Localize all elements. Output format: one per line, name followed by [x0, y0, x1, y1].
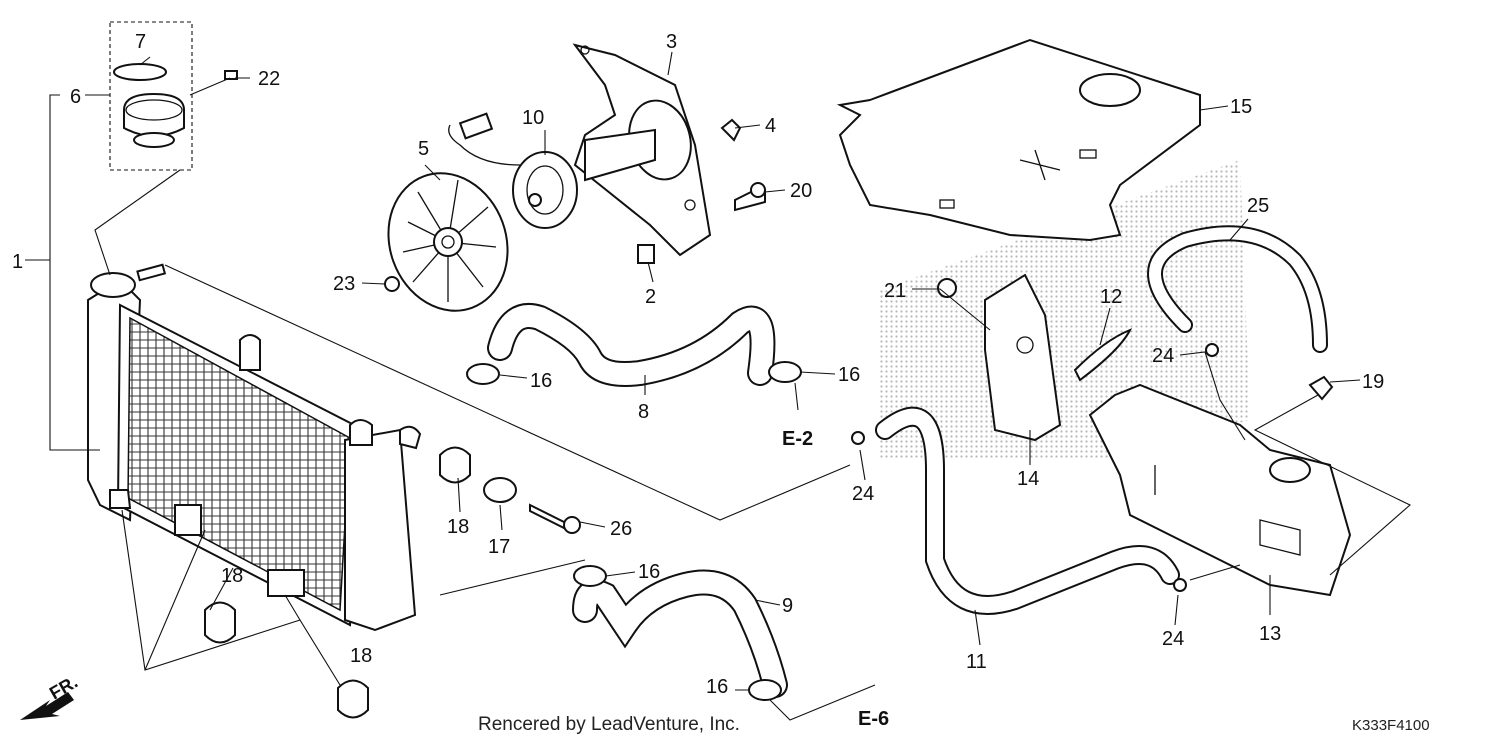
callout-11: 11	[966, 651, 987, 673]
radiator	[87, 263, 422, 632]
callout-16d: 16	[706, 676, 728, 698]
callout-16b: 16	[838, 364, 860, 386]
diagram-code: K333F4100	[1352, 717, 1430, 734]
grommets-and-clamps	[204, 343, 1219, 719]
callout-9: 9	[782, 595, 793, 617]
callout-20: 20	[790, 180, 812, 202]
callout-7: 7	[135, 31, 146, 53]
callout-18b: 18	[221, 565, 243, 587]
fan-shroud	[572, 43, 712, 257]
callout-8: 8	[638, 401, 649, 423]
callout-24b: 24	[1152, 345, 1174, 367]
callout-26: 26	[610, 518, 632, 540]
callout-16a: 16	[530, 370, 552, 392]
callout-4: 4	[765, 115, 776, 137]
callout-1: 1	[12, 251, 23, 273]
callout-3: 3	[666, 31, 677, 53]
shaded-area	[880, 160, 1250, 460]
callout-23: 23	[333, 273, 355, 295]
callout-25: 25	[1247, 195, 1269, 217]
callout-2: 2	[645, 286, 656, 308]
leader-lines	[25, 51, 1411, 721]
callout-15: 15	[1230, 96, 1252, 118]
front-direction-arrow	[20, 692, 74, 720]
callout-6: 6	[70, 86, 81, 108]
callout-24c: 24	[1162, 628, 1184, 650]
callout-10: 10	[522, 107, 544, 129]
hoses	[487, 225, 1328, 698]
callout-13: 13	[1259, 623, 1281, 645]
cooling-fan	[387, 172, 509, 312]
callout-5: 5	[418, 138, 429, 160]
reservoir-bracket	[984, 273, 1062, 442]
fan-motor	[448, 112, 578, 229]
reference-e2: E-2	[782, 428, 813, 450]
callout-14: 14	[1017, 468, 1039, 490]
hose-clip	[1073, 328, 1133, 382]
reserve-tank	[1088, 383, 1352, 597]
callout-21: 21	[884, 280, 906, 302]
callout-18c: 18	[350, 645, 372, 667]
callout-12: 12	[1100, 286, 1122, 308]
front-direction-label: FR.	[46, 672, 81, 704]
fasteners	[224, 70, 1334, 401]
callout-18a: 18	[447, 516, 469, 538]
callout-17: 17	[488, 536, 510, 558]
cover-plate	[836, 38, 1201, 242]
radiator-cap	[109, 21, 193, 171]
callout-24a: 24	[852, 483, 874, 505]
reference-e6: E-6	[858, 708, 889, 730]
callout-22: 22	[258, 68, 280, 90]
footer-credit: Rencered by LeadVenture, Inc.	[478, 714, 740, 735]
callout-19: 19	[1362, 371, 1384, 393]
callout-16c: 16	[638, 561, 660, 583]
